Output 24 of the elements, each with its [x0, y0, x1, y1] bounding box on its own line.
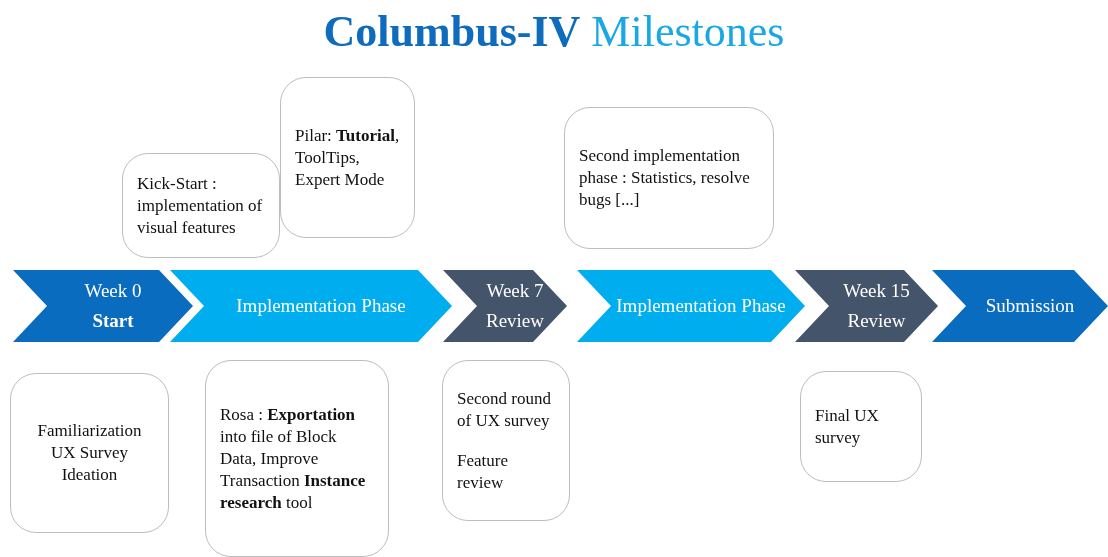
note-box [10, 373, 169, 533]
note-box [564, 107, 774, 249]
note-text: Rosa : Exportation into file of Block Data, Improve Transaction Instance research tool [220, 403, 367, 514]
note-text: Kick-Start : implementation of visual features [137, 172, 264, 239]
note-text: Pilar: Tutorial, ToolTips, Expert Mode [295, 124, 400, 191]
timeline-segment [932, 270, 1108, 342]
milestone-label: Week 0 [84, 279, 142, 303]
milestone-label: Implementation Phase [236, 294, 406, 318]
milestone-label: Week 7 Review [484, 279, 545, 333]
note-box [280, 77, 415, 238]
milestone-label: Submission [985, 294, 1075, 318]
note-box [800, 371, 922, 482]
note-text: Feature review [457, 449, 509, 494]
note-text: Final UX survey [815, 404, 880, 449]
milestone-label: Week 15 Review [842, 279, 911, 333]
note-text: Familiarization UX Survey Ideation [36, 420, 143, 486]
note-text: Second implementation phase : Statistics, resolve bugs [...] [579, 145, 751, 211]
milestone-label: Start [92, 309, 134, 333]
note-box [442, 360, 570, 521]
title: Columbus-IV Milestones [323, 6, 785, 57]
note-box [205, 360, 389, 557]
note-box [122, 153, 280, 258]
milestone-label: Implementation Phase [616, 294, 786, 318]
note-text: Second round of UX survey [457, 387, 552, 432]
